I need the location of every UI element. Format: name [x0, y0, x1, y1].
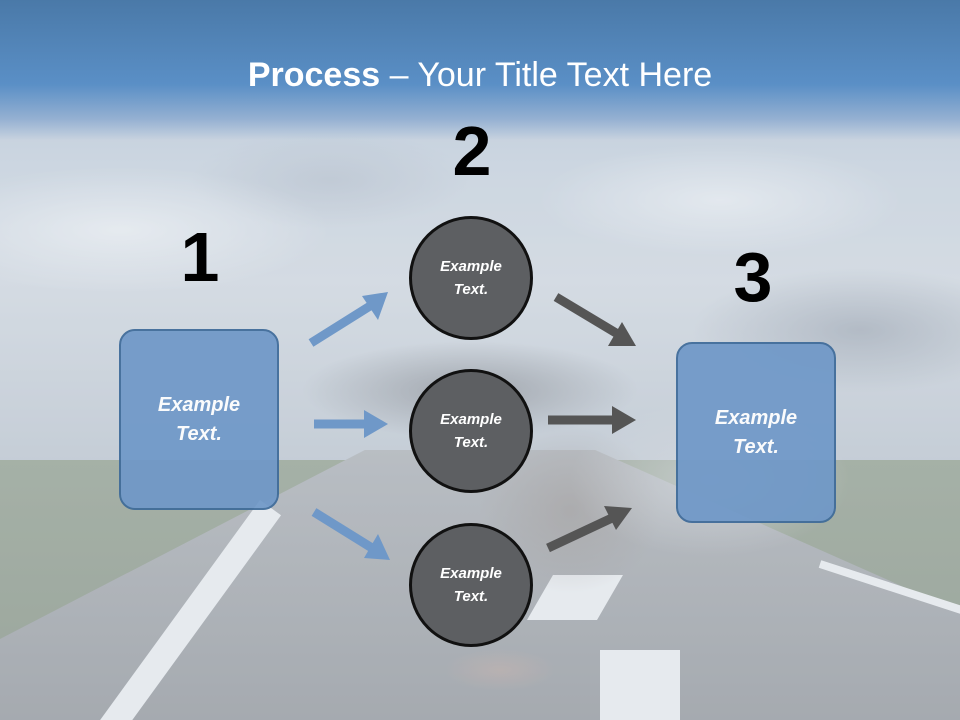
slide-title: Process – Your Title Text Here	[0, 54, 960, 96]
circle-top-text: Example Text.	[440, 258, 502, 298]
gray-arrow-down	[553, 293, 636, 346]
gray-arrow-up	[546, 506, 632, 553]
step-number-3: 3	[733, 238, 773, 316]
title-rest: – Your Title Text Here	[380, 56, 713, 94]
right-box: Example Text.	[676, 342, 836, 523]
circle-bottom-text: Example Text.	[440, 565, 502, 605]
gray-arrow-right	[548, 406, 636, 434]
title-bold: Process	[247, 56, 381, 94]
right-box-text: Example Text.	[714, 406, 798, 458]
title-bar: Process – Your Title Text Here	[0, 0, 960, 140]
left-box: Example Text.	[119, 329, 279, 510]
circle-middle-text: Example Text.	[440, 411, 502, 451]
circle-top: Example Text.	[409, 216, 533, 340]
step-number-2: 2	[452, 112, 492, 190]
circle-middle: Example Text.	[409, 369, 533, 493]
circle-bottom: Example Text.	[409, 523, 533, 647]
blue-arrow-right	[314, 410, 388, 438]
left-box-text: Example Text.	[157, 393, 241, 445]
blue-arrow-down	[311, 508, 390, 560]
step-number-1: 1	[180, 218, 220, 296]
blue-arrow-up	[308, 292, 388, 347]
